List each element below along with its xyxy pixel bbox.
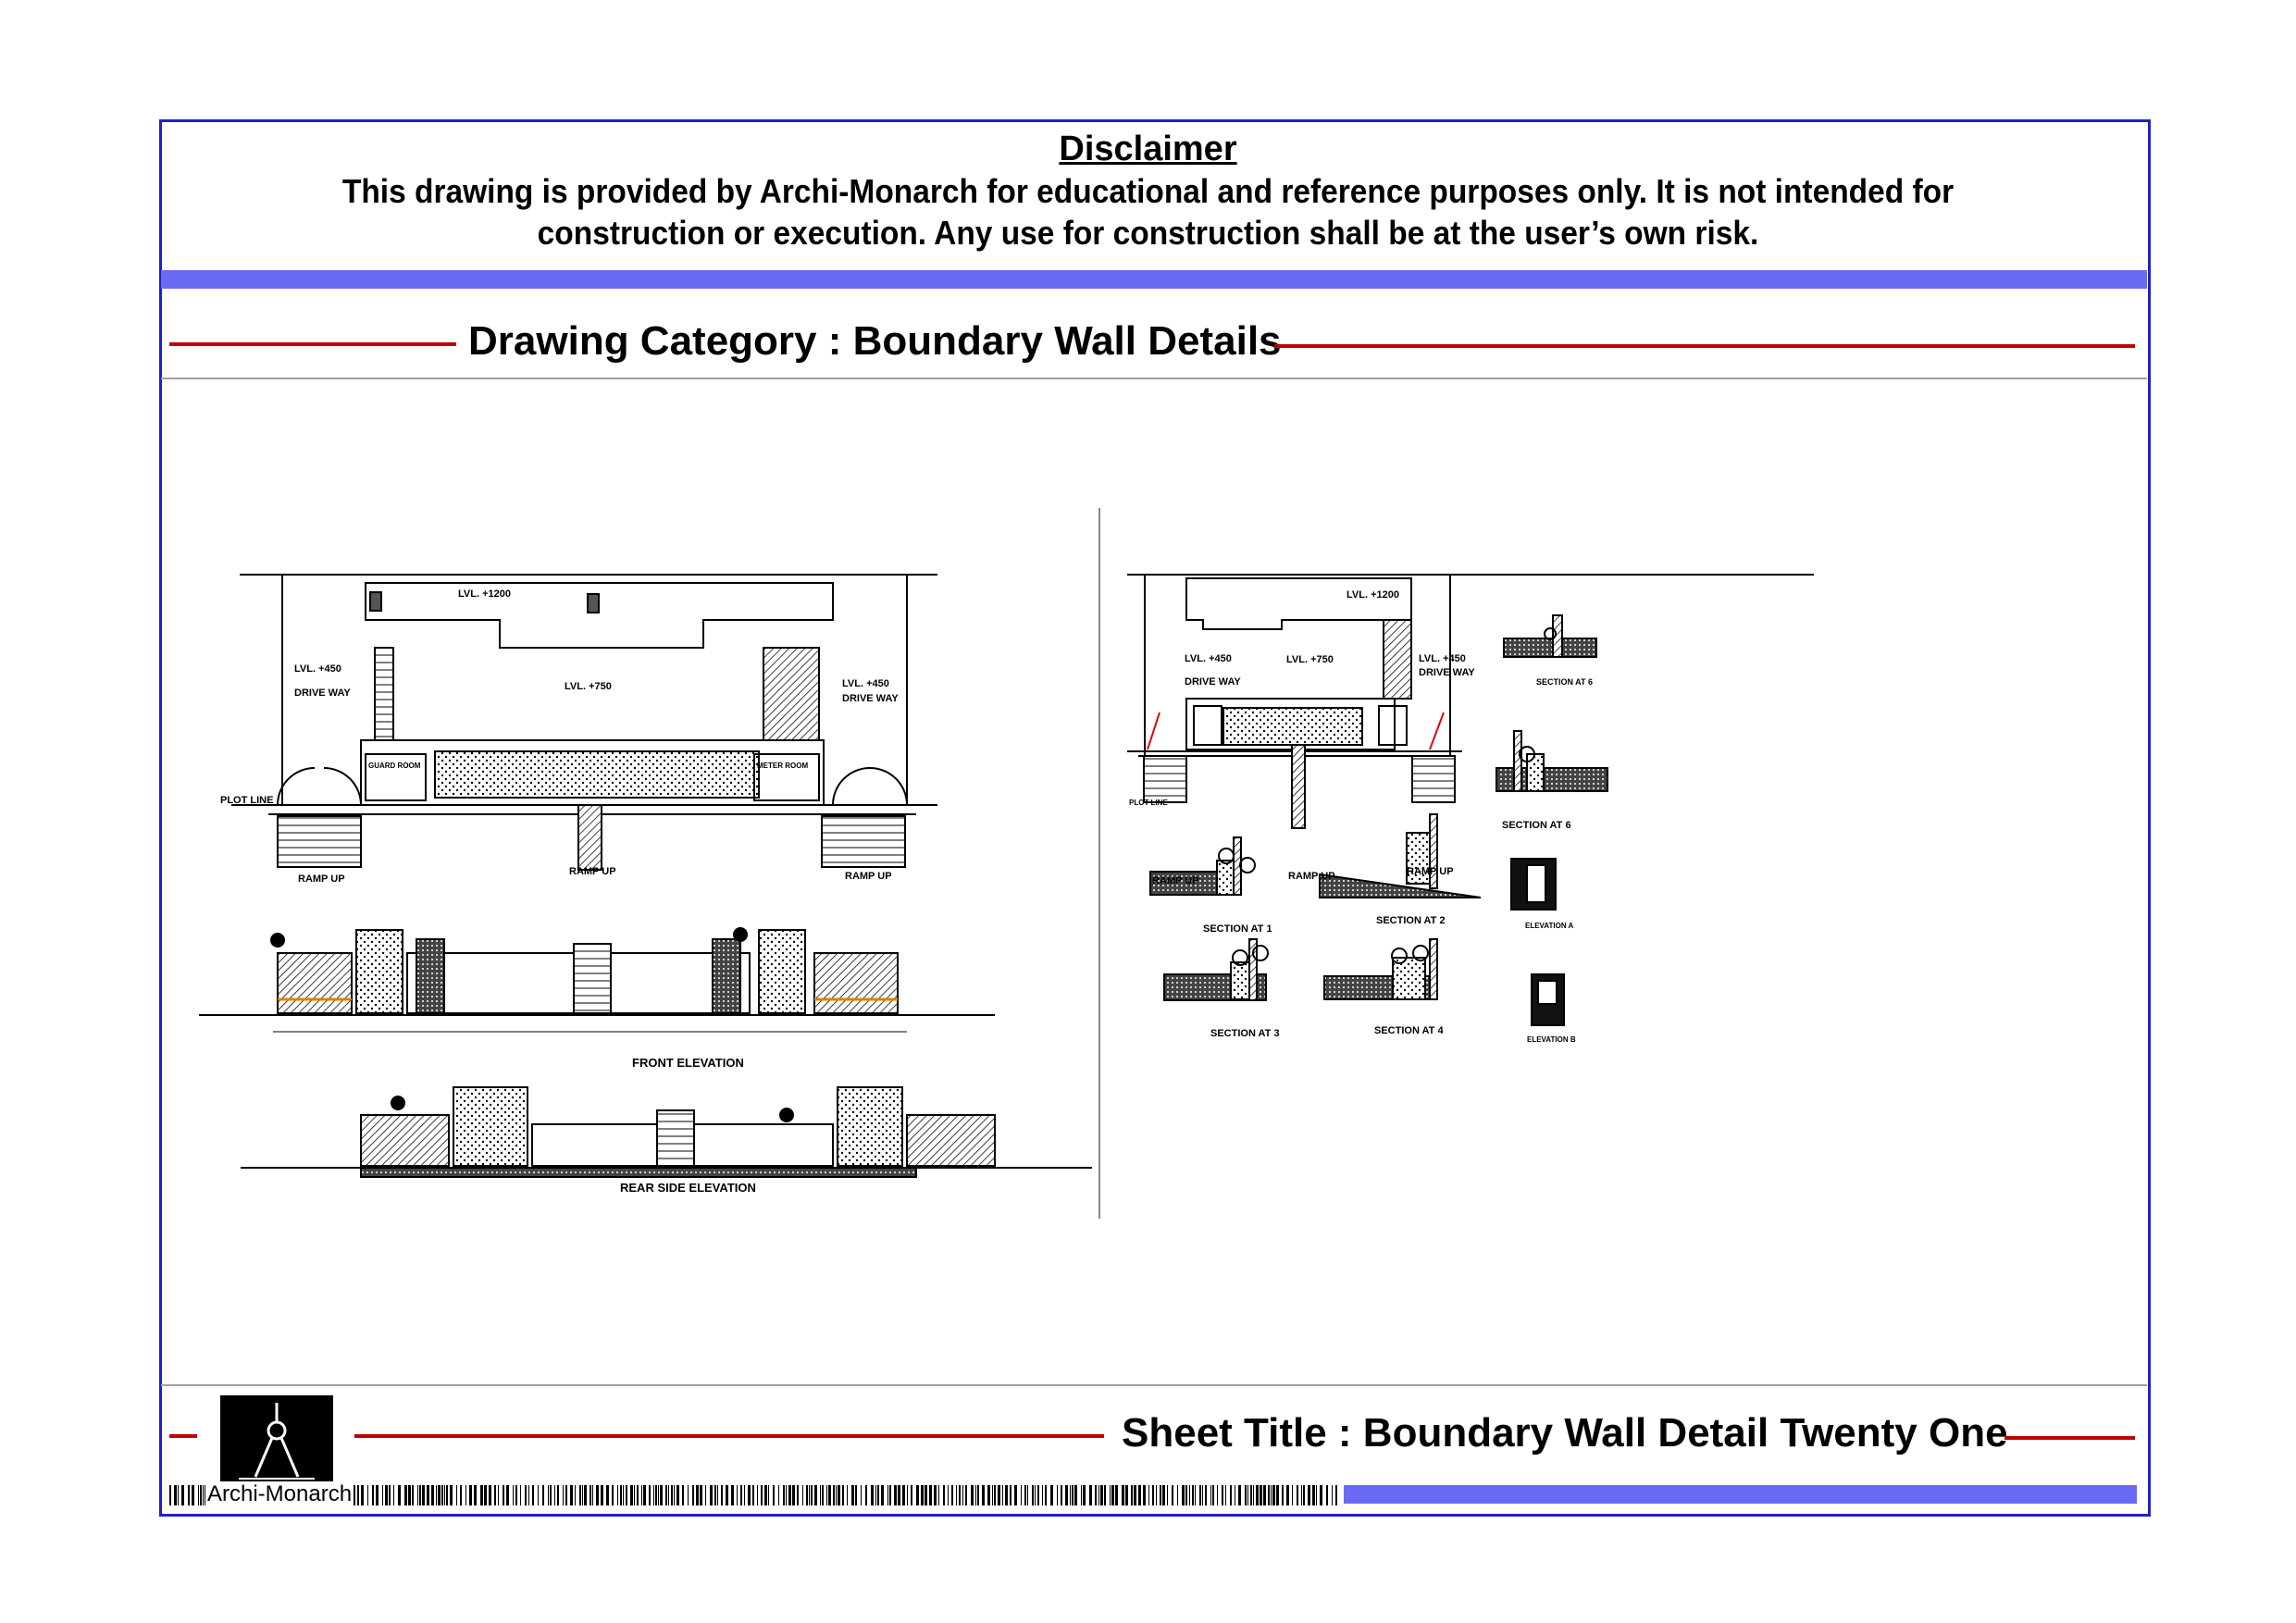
drawing-category-title: Drawing Category : Boundary Wall Details [468, 318, 1282, 364]
r-lvl-450-label-right: LVL. +450 [1419, 653, 1466, 664]
r-plot-line-label: PLOT LINE [1129, 799, 1168, 807]
front-elevation [199, 927, 995, 1033]
section-at-6-lower [1496, 730, 1608, 792]
archi-monarch-logo [220, 1395, 333, 1483]
header-band [161, 270, 2147, 289]
barcode-strip [169, 1485, 1340, 1505]
sheet-rule-left-short [169, 1434, 197, 1438]
section-3-label: SECTION AT 3 [1210, 1028, 1280, 1039]
ramp-up-label-center: RAMP UP [569, 866, 616, 877]
plot-line-label: PLOT LINE [220, 795, 273, 806]
guard-room-label: GUARD ROOM [368, 762, 421, 770]
category-rule-left [169, 342, 456, 346]
section-6a-label: SECTION AT 6 [1536, 677, 1593, 687]
lvl-450-label-left: LVL. +450 [294, 663, 341, 675]
section-at-1 [1149, 836, 1256, 896]
header-separator [161, 378, 2147, 379]
r-ramp-up-center: RAMP UP [1288, 871, 1335, 882]
right-site-plan [1127, 574, 1814, 829]
elevation-a-label: ELEVATION A [1525, 922, 1574, 930]
r-drive-way-label: DRIVE WAY [1185, 676, 1241, 688]
panel-divider [1098, 508, 1100, 1219]
section-at-3 [1163, 938, 1269, 1001]
elevation-b-label: ELEVATION B [1527, 1035, 1576, 1044]
sheet-rule-right [2004, 1436, 2135, 1440]
section-at-6-top [1503, 614, 1597, 658]
r-lvl-450-label: LVL. +450 [1185, 653, 1232, 664]
section-4-label: SECTION AT 4 [1374, 1025, 1444, 1036]
lvl-750-label: LVL. +750 [565, 681, 612, 692]
footer-band [1344, 1485, 2137, 1504]
r-ramp-up-right: RAMP UP [1407, 866, 1454, 877]
r-drive-way-label-right: DRIVE WAY [1419, 667, 1475, 678]
category-rule-right [1274, 344, 2135, 348]
front-elevation-label: FRONT ELEVATION [632, 1056, 744, 1070]
ramp-up-label-right: RAMP UP [845, 871, 892, 882]
disclaimer-title: Disclaimer [0, 130, 2296, 169]
disclaimer-line-1: This drawing is provided by Archi-Monarc… [341, 172, 1955, 210]
sheet-frame [159, 119, 2151, 1517]
brand-name: Archi-Monarch [205, 1481, 354, 1507]
r-lvl-1200-label: LVL. +1200 [1347, 589, 1399, 601]
section-at-2 [1319, 813, 1482, 898]
disclaimer-title-text: Disclaimer [1059, 130, 1237, 168]
lvl-450-label-right: LVL. +450 [842, 678, 889, 689]
elevation-b [1531, 973, 1565, 1026]
footer-separator [161, 1384, 2147, 1386]
drive-way-label-right: DRIVE WAY [842, 693, 899, 704]
ramp-up-label: RAMP UP [298, 873, 345, 885]
meter-room-label: METER ROOM [757, 762, 808, 770]
sheet-title: Sheet Title : Boundary Wall Detail Twent… [1122, 1410, 2008, 1456]
disclaimer-line-2: construction or execution. Any use for c… [537, 214, 1759, 252]
section-1-label: SECTION AT 1 [1203, 923, 1272, 935]
sheet-rule-left [354, 1434, 1104, 1438]
section-2-label: SECTION AT 2 [1376, 915, 1446, 926]
rear-elevation-label: REAR SIDE ELEVATION [620, 1181, 756, 1195]
section-6b-label: SECTION AT 6 [1502, 820, 1571, 831]
r-ramp-up-label: RAMP UP [1152, 875, 1199, 886]
compass-icon [239, 1403, 315, 1480]
left-site-plan [231, 574, 937, 871]
drive-way-label-left: DRIVE WAY [294, 688, 351, 699]
lvl-1200-label: LVL. +1200 [458, 588, 511, 600]
r-lvl-750-label: LVL. +750 [1286, 654, 1334, 665]
rear-side-elevation [241, 1086, 1092, 1178]
section-at-4 [1323, 938, 1438, 1000]
elevation-a [1510, 858, 1557, 911]
